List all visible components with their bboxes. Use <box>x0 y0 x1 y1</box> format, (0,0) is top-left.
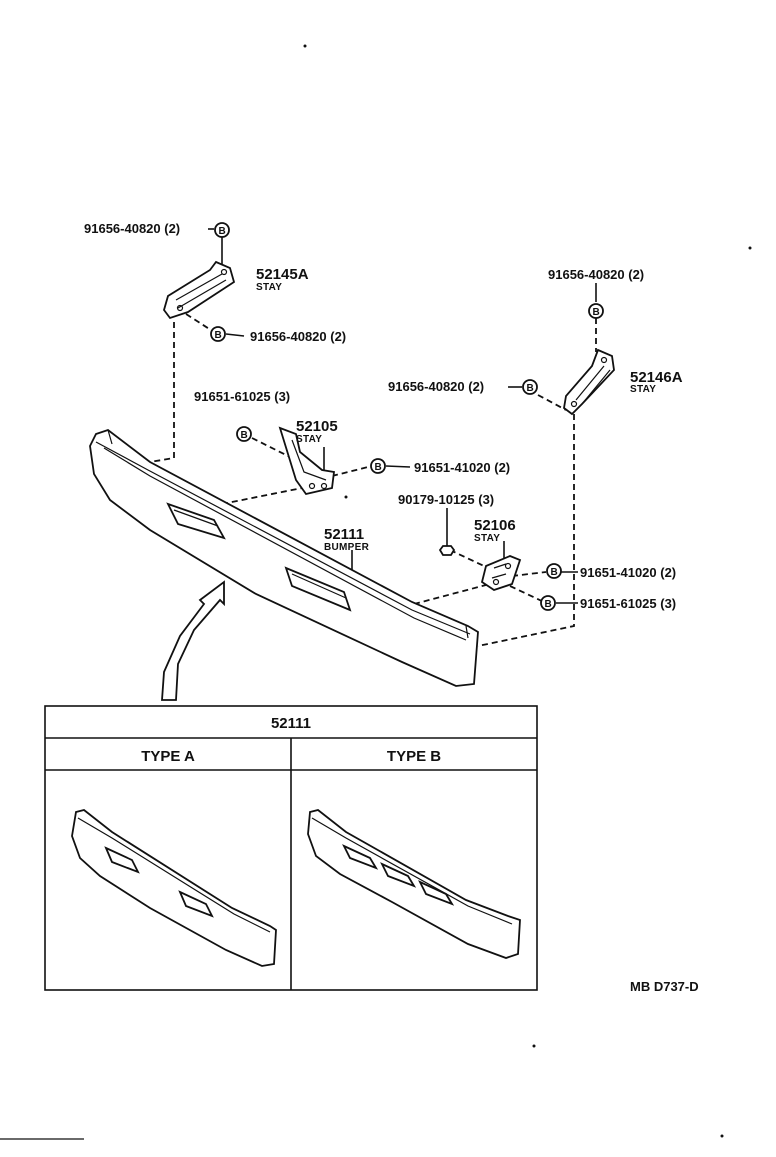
fastener-label: 91656-40820 (2) <box>84 221 180 236</box>
svg-text:B: B <box>527 383 534 394</box>
svg-text:B: B <box>551 567 558 578</box>
nut-shape <box>438 545 456 556</box>
svg-text:B: B <box>241 430 248 441</box>
part-number-label: 52146A <box>630 369 683 386</box>
bolt-icon: B <box>588 303 604 319</box>
fastener-label: 91656-40820 (2) <box>250 329 346 344</box>
diagram-code: MB D737-D <box>630 979 699 994</box>
bolt-icon: B <box>546 563 562 579</box>
fastener-label: 91656-40820 (2) <box>548 267 644 282</box>
part-number-label: 52111 <box>324 526 364 543</box>
bolt-icon: B <box>210 326 226 342</box>
stay-52105-shape <box>278 426 336 496</box>
svg-text:B: B <box>215 330 222 341</box>
assembly-dashed-lines <box>149 313 597 647</box>
detail-arrow <box>161 580 225 701</box>
fastener-label: 91656-40820 (2) <box>388 379 484 394</box>
stay-52145a-shape <box>163 260 236 320</box>
scan-specks <box>0 44 752 1140</box>
part-number-label: 52106 <box>474 517 516 534</box>
fastener-label: 91651-61025 (3) <box>194 389 290 404</box>
part-name-label: STAY <box>630 384 656 395</box>
fastener-label: 91651-41020 (2) <box>580 565 676 580</box>
table-header: 52111 <box>271 715 311 732</box>
part-name-label: STAY <box>256 282 282 293</box>
bumper-type-b-shape <box>307 809 521 959</box>
svg-text:B: B <box>375 462 382 473</box>
column-type-b: TYPE B <box>387 748 441 765</box>
fastener-label: 90179-10125 (3) <box>398 492 494 507</box>
variants-table: 52111 TYPE A TYPE B <box>44 705 538 991</box>
bumper-type-a-shape <box>71 809 277 967</box>
stay-52146a-shape <box>563 348 615 416</box>
part-name-label: STAY <box>296 434 322 445</box>
part-name-label: STAY <box>474 533 500 544</box>
bumper-52111-shape <box>89 428 479 687</box>
fastener-label: 91651-61025 (3) <box>580 596 676 611</box>
bolt-icon: B <box>236 426 252 442</box>
bolt-icon: B <box>370 458 386 474</box>
svg-text:B: B <box>593 307 600 318</box>
bolt-icon: B <box>522 379 538 395</box>
bolt-icon: B <box>540 595 556 611</box>
part-number-label: 52105 <box>296 418 338 435</box>
fastener-label: 91651-41020 (2) <box>414 460 510 475</box>
bolt-icon: B <box>214 222 230 238</box>
stay-52106-shape <box>480 555 522 591</box>
part-number-label: 52145A <box>256 266 309 283</box>
column-type-a: TYPE A <box>141 748 195 765</box>
part-name-label: BUMPER <box>324 542 370 553</box>
leader-lines <box>208 228 597 604</box>
svg-text:B: B <box>219 226 226 237</box>
svg-text:B: B <box>545 599 552 610</box>
